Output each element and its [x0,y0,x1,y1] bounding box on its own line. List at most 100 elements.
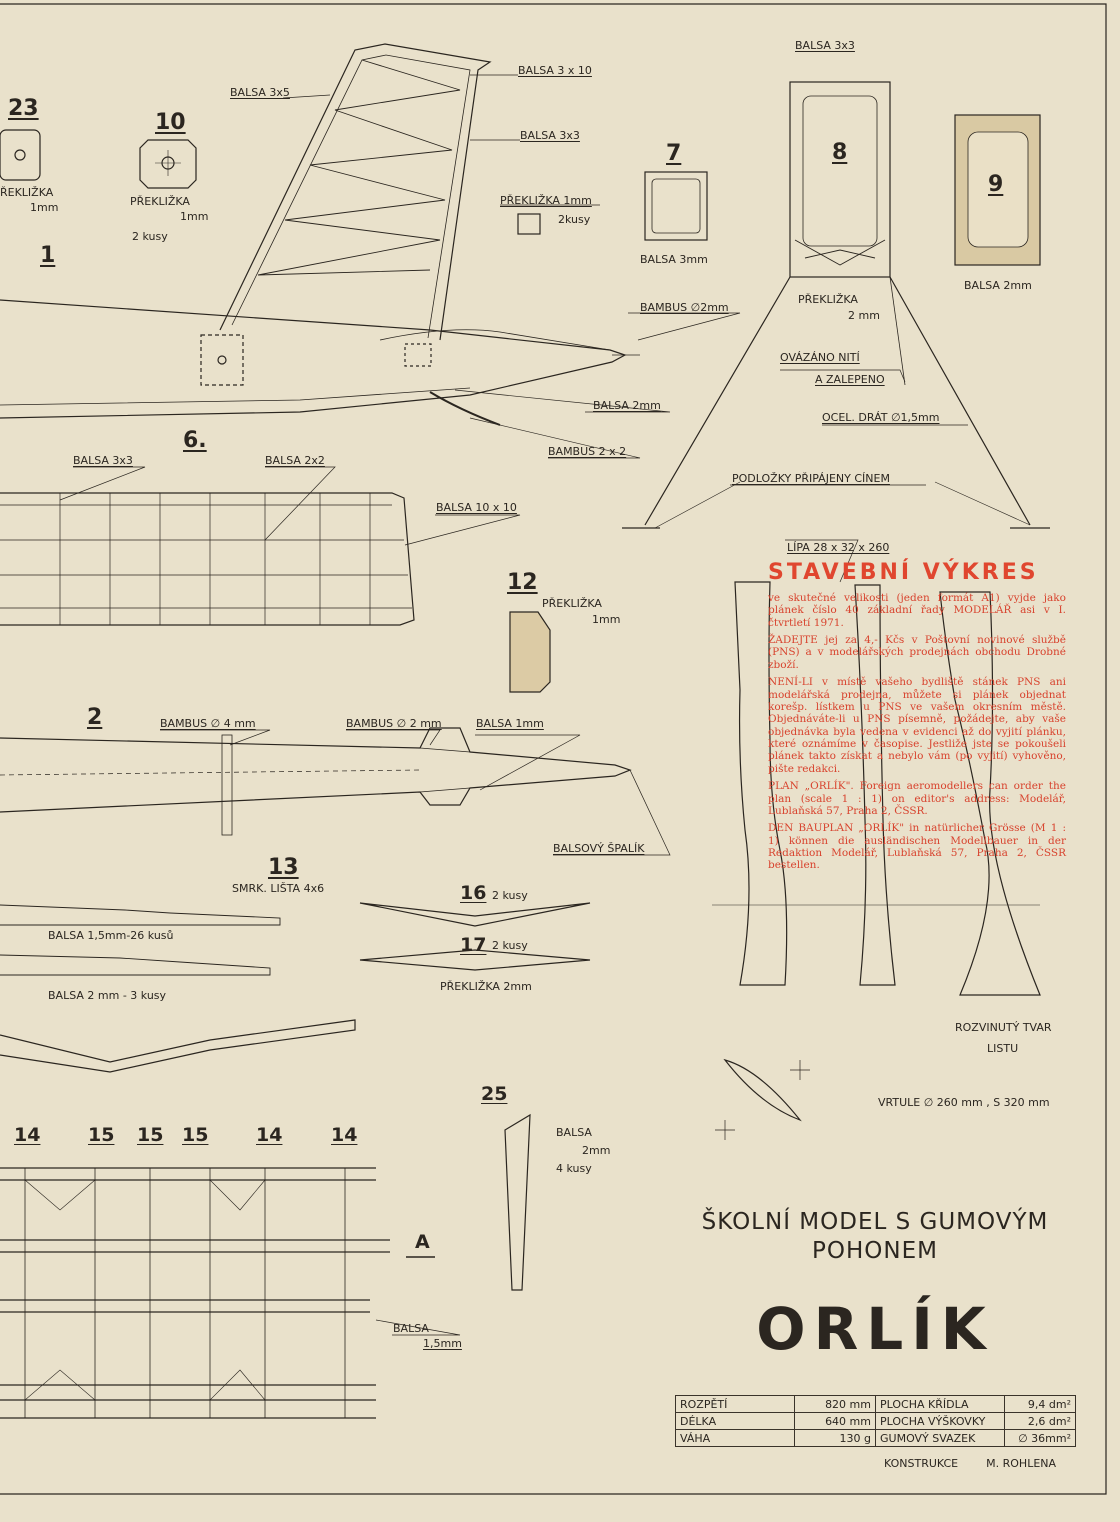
label-preklizka-8: PŘEKLIŽKA [798,293,858,306]
vertical-fin [219,43,492,341]
wing-bottom-structure [0,1167,390,1419]
label-2-kusy-17: 2 kusy [492,939,528,952]
label-balsa-3mm: BALSA 3mm [640,253,708,266]
label-2-kusy-10: 2 kusy [132,230,168,243]
label-bambus-4mm: BAMBUS ∅ 4 mm [160,717,256,730]
design-credit: KONSTRUKCE M. ROHLENA [884,1457,1084,1470]
label-preklizka-12: PŘEKLIŽKA [542,597,602,610]
label-preklizka-10: PŘEKLIŽKA [130,195,190,208]
spec-label: ROZPĚTÍ [675,1395,795,1413]
label-2kusy: 2kusy [558,213,591,226]
notice-paragraph: ŽADEJTE jej za 4,- Kčs v Poštovní novino… [768,634,1066,671]
part-number-9: 9 [988,172,1004,197]
label-2mm-25: 2mm [582,1144,611,1157]
notice-paragraph: DEN BAUPLAN „ORLÍK" in natürlicher Gröss… [768,822,1066,872]
specs-table: ROZPĚTÍ 820 mm PLOCHA KŘÍDLA 9,4 dm² DÉL… [675,1395,1076,1447]
part-number-2: 2 [87,705,103,730]
part-number-16: 16 [460,882,487,904]
subtitle-line-2: POHONEM [812,1237,938,1264]
label-balsovy-spalik: BALSOVÝ ŠPALÍK [553,842,645,855]
label-2mm-8: 2 mm [848,309,880,322]
part-8-shape [789,81,891,278]
part-number-12: 12 [507,570,538,595]
part-number-8: 8 [832,140,848,165]
label-balsa-2mm-3: BALSA 2 mm - 3 kusy [48,989,167,1002]
label-balsa-2mm-9: BALSA 2mm [964,279,1032,292]
label-balsa-1mm: BALSA 1mm [476,717,544,730]
model-name: ORLÍK [756,1295,994,1363]
label-bambus-2mm-nose: BAMBUS ∅ 2 mm [346,717,442,730]
part-25-shape [504,1113,531,1291]
specs-row: VÁHA 130 g GUMOVÝ SVAZEK ∅ 36mm² [675,1429,1076,1447]
part-23-shape [0,129,41,181]
spec-value: 2,6 dm² [1004,1412,1076,1430]
rib-number-15: 15 [182,1124,209,1146]
rib-17-shape [359,949,591,971]
part-12-shape [509,611,551,693]
label-a-zalepeno: A ZALEPENO [815,373,885,386]
credit-author: M. ROHLENA [986,1457,1057,1470]
rib-number-14: 14 [256,1124,283,1146]
part-number-6: 6. [183,428,207,453]
spec-value: 820 mm [794,1395,876,1413]
credit-label: KONSTRUKCE [884,1457,959,1470]
label-balsa-10x10: BALSA 10 x 10 [436,501,517,514]
label-ovazano-niti: OVÁZÁNO NITÍ [780,351,860,364]
wing-planform [0,492,415,626]
spec-label: GUMOVÝ SVAZEK [875,1429,1005,1447]
label-1mm-23: 1mm [30,201,59,214]
label-1mm-12: 1mm [592,613,621,626]
rib-number-14: 14 [331,1124,358,1146]
spec-label: PLOCHA VÝŠKOVKY [875,1412,1005,1430]
subtitle-line-1: ŠKOLNÍ MODEL S GUMOVÝM [701,1209,1049,1235]
label-bambus-2mm: BAMBUS ∅2mm [640,301,729,314]
rib-number-14: 14 [14,1124,41,1146]
label-balsa-3x5: BALSA 3x5 [230,86,290,99]
part-7-shape [644,171,708,241]
label-preklizka-1mm: PŘEKLIŽKA 1mm [500,194,592,207]
sheet-border [0,3,1107,1495]
label-balsa-2mm-fuselage: BALSA 2mm [593,399,661,412]
fuselage-top-view [0,727,632,836]
label-ocel-drat: OCEL. DRÁT ∅1,5mm [822,411,940,424]
label-balsa-25: BALSA [556,1126,592,1139]
label-balsa-3x3-top: BALSA 3x3 [795,39,855,52]
label-1mm-10: 1mm [180,210,209,223]
part-number-25: 25 [481,1083,508,1105]
label-balsa-3x3-wing: BALSA 3x3 [73,454,133,467]
rib-number-15: 15 [88,1124,115,1146]
label-balsa-3x3-fin: BALSA 3x3 [520,129,580,142]
spec-label: PLOCHA KŘÍDLA [875,1395,1005,1413]
specs-row: DÉLKA 640 mm PLOCHA VÝŠKOVKY 2,6 dm² [675,1412,1076,1430]
spec-value: 9,4 dm² [1004,1395,1076,1413]
fuselage-side-view [0,299,640,426]
spec-value: ∅ 36mm² [1004,1429,1076,1447]
section-a-marker: A [415,1231,430,1253]
spec-value: 130 g [794,1429,876,1447]
label-15mm: 1,5mm [423,1337,462,1350]
part-9-shape [954,114,1041,266]
part-number-10: 10 [155,110,186,135]
label-smrk-lista: SMRK. LIŠTA 4x6 [232,882,325,895]
spec-value: 640 mm [794,1412,876,1430]
label-balsa-3x10: BALSA 3 x 10 [518,64,592,77]
landing-gear-wire [622,276,1050,529]
plan-notice: STAVEBNÍ VÝKRES ve skutečné velikosti (j… [768,560,1066,877]
rib-number-15: 15 [137,1124,164,1146]
dihedral-spar [0,1019,356,1073]
label-podlozky: PODLOŽKY PŘIPÁJENY CÍNEM [732,472,890,485]
label-balsa-15mm: BALSA [393,1322,429,1335]
notice-paragraph: NENÍ-LI v místě vašeho bydliště stánek P… [768,676,1066,775]
part-number-1: 1 [40,243,56,268]
label-2-kusy-16: 2 kusy [492,889,528,902]
part-number-7: 7 [666,141,682,166]
notice-paragraph: PLAN „ORLÍK". Foreign aeromodellers can … [768,780,1066,817]
specs-row: ROZPĚTÍ 820 mm PLOCHA KŘÍDLA 9,4 dm² [675,1395,1076,1413]
label-lipa: LÍPA 28 x 32 x 260 [787,541,890,554]
propeller-blades [712,581,1041,1140]
label-rozvinuty-tvar: ROZVINUTÝ TVAR [955,1021,1052,1034]
notice-heading: STAVEBNÍ VÝKRES [768,560,1039,585]
notice-paragraph: ve skutečné velikosti (jeden formát A1) … [768,591,1066,629]
label-preklizka-2mm: PŘEKLIŽKA 2mm [440,980,532,993]
label-vrtule: VRTULE ∅ 260 mm , S 320 mm [878,1096,1050,1109]
